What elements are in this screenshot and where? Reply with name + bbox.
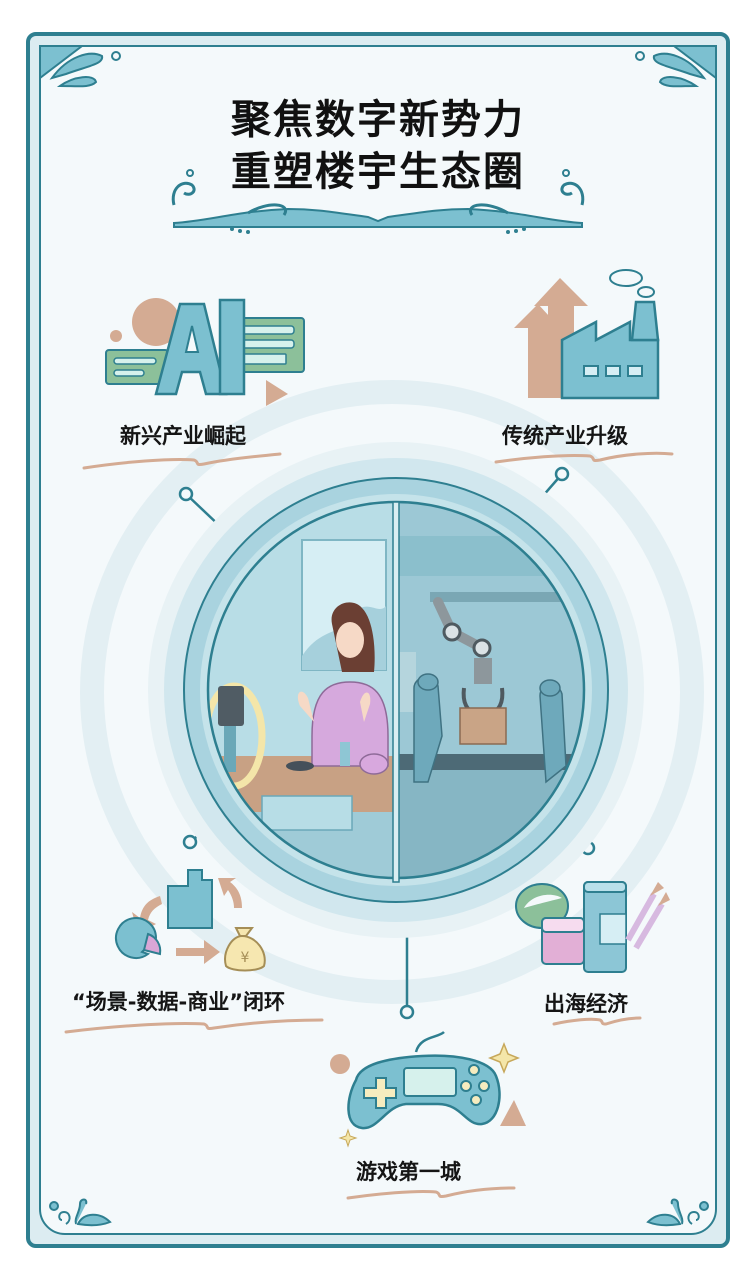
ai-icon bbox=[105, 298, 305, 406]
corner-ornament-bottom-right-icon bbox=[646, 1198, 709, 1227]
game-controller-icon bbox=[330, 1030, 526, 1148]
corner-ornament-top-left-icon bbox=[39, 45, 121, 88]
corner-ornament-top-right-icon bbox=[635, 45, 717, 88]
brush-stroke-decoration bbox=[494, 451, 674, 464]
topic-label-emerging-industries: 新兴产业崛起 bbox=[120, 424, 246, 448]
brush-stroke-decoration bbox=[552, 1016, 642, 1026]
title-line-2: 重塑楼宇生态圈 bbox=[231, 149, 525, 195]
cosmetics-icon bbox=[515, 881, 670, 973]
title-line-1: 聚焦数字新势力 bbox=[231, 97, 525, 143]
brush-stroke-decoration bbox=[64, 1018, 324, 1034]
topic-label-gaming-city: 游戏第一城 bbox=[356, 1160, 461, 1184]
business-loop-icon: ¥ bbox=[115, 869, 266, 972]
topic-label-traditional-upgrade: 传统产业升级 bbox=[502, 424, 628, 448]
topic-label-business-loop: “场景-数据-商业”闭环 bbox=[72, 990, 286, 1014]
svg-text:¥: ¥ bbox=[241, 950, 250, 966]
title-scroll-ornament-icon bbox=[171, 169, 585, 234]
topic-label-overseas-economy: 出海经济 bbox=[544, 992, 628, 1016]
factory-growth-icon bbox=[514, 269, 660, 400]
corner-ornament-bottom-left-icon bbox=[49, 1198, 112, 1227]
center-scene-circle bbox=[148, 442, 644, 938]
brush-stroke-decoration bbox=[82, 452, 282, 470]
brush-stroke-decoration bbox=[346, 1186, 516, 1200]
